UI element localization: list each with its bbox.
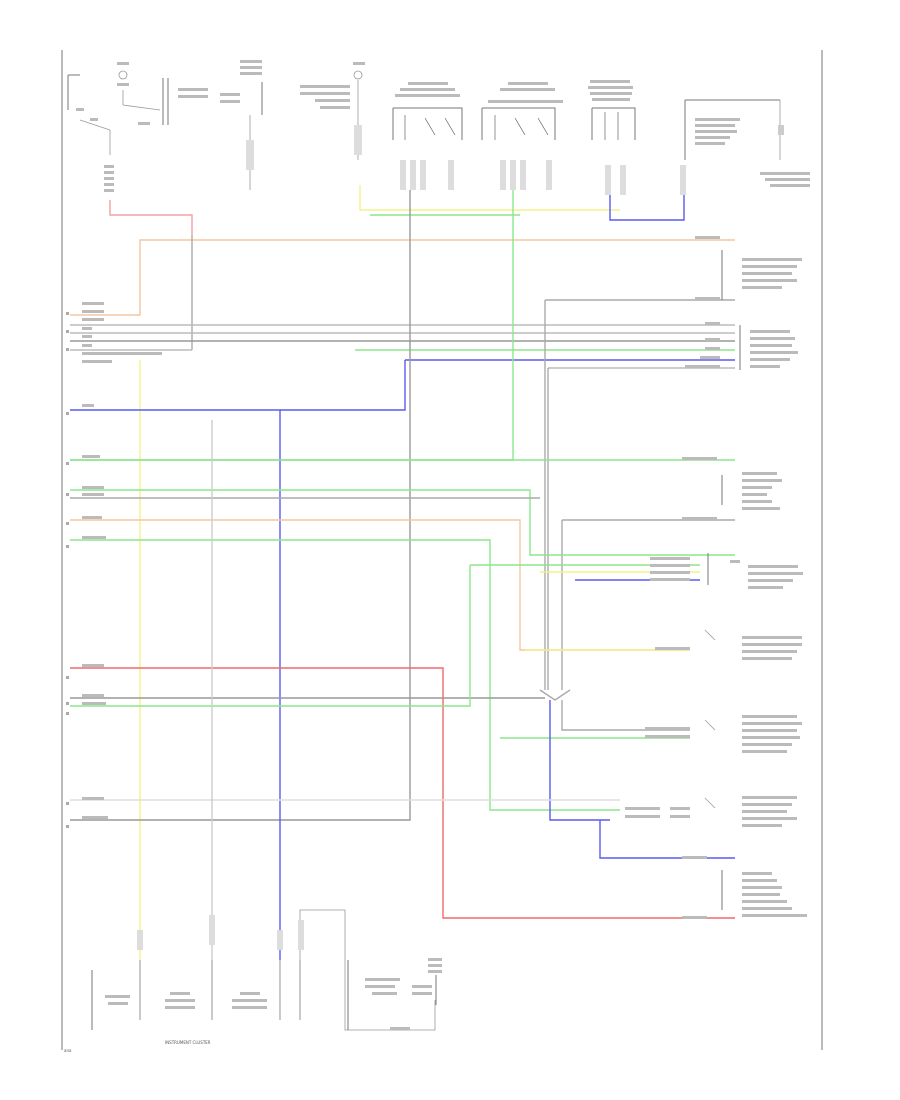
wire-blue-up xyxy=(280,360,406,411)
wire-cluster-return xyxy=(299,909,436,1031)
right-module-4 xyxy=(650,553,803,589)
left-pin-labels xyxy=(66,302,162,828)
left-label xyxy=(82,694,104,697)
left-label xyxy=(82,344,92,347)
right-module-8 xyxy=(682,856,807,919)
left-label xyxy=(82,493,104,496)
right-components xyxy=(625,236,807,919)
wire-gray-low-right xyxy=(561,700,690,731)
wire-dark-a xyxy=(70,190,411,821)
wire-orange-top xyxy=(70,239,735,316)
left-label xyxy=(82,516,102,519)
right-module-7 xyxy=(625,796,797,827)
wire-yellow-top xyxy=(359,185,620,211)
left-label xyxy=(82,335,92,338)
left-label xyxy=(82,486,104,489)
left-label xyxy=(82,302,104,305)
left-label xyxy=(82,797,104,800)
wire-blue-low xyxy=(549,700,610,821)
left-label xyxy=(82,327,92,330)
wire-blue-top xyxy=(609,195,685,221)
left-label xyxy=(82,360,112,363)
module-b xyxy=(481,82,563,190)
module-c xyxy=(588,80,636,195)
left-label xyxy=(82,455,100,458)
right-module-2 xyxy=(685,322,798,370)
left-label xyxy=(82,404,94,407)
wire-blue-lower xyxy=(599,820,735,859)
wires xyxy=(70,185,735,1031)
left-label xyxy=(82,318,104,321)
right-module-6 xyxy=(645,715,802,753)
instrument-cluster: INSTRUMENT CLUSTER ana xyxy=(64,915,442,1053)
fuse-1 xyxy=(117,62,169,125)
left-label xyxy=(82,352,162,355)
right-module-1 xyxy=(695,236,802,300)
left-label xyxy=(82,536,106,539)
right-module-3 xyxy=(682,457,782,520)
diagram-frame xyxy=(61,50,823,1050)
junction-box-left xyxy=(178,60,263,190)
cluster-caption: INSTRUMENT CLUSTER xyxy=(165,1040,211,1045)
left-label xyxy=(82,664,104,667)
wire-green-3 xyxy=(70,539,620,811)
wire-gray-junction xyxy=(539,689,571,701)
left-label xyxy=(82,310,104,313)
left-label xyxy=(82,816,108,819)
wire-green-2 xyxy=(70,489,735,556)
ignition-switch xyxy=(67,74,114,192)
wire-pink xyxy=(109,200,193,235)
wire-blue-left xyxy=(70,409,281,960)
right-module-5 xyxy=(655,629,802,660)
wire-red xyxy=(70,667,735,919)
wire-green-low xyxy=(70,565,471,707)
module-a xyxy=(392,82,463,190)
control-module-top xyxy=(300,62,365,160)
page-mark: ana xyxy=(64,1048,72,1053)
module-d xyxy=(680,99,810,195)
left-label xyxy=(82,702,106,705)
top-components xyxy=(67,60,810,195)
